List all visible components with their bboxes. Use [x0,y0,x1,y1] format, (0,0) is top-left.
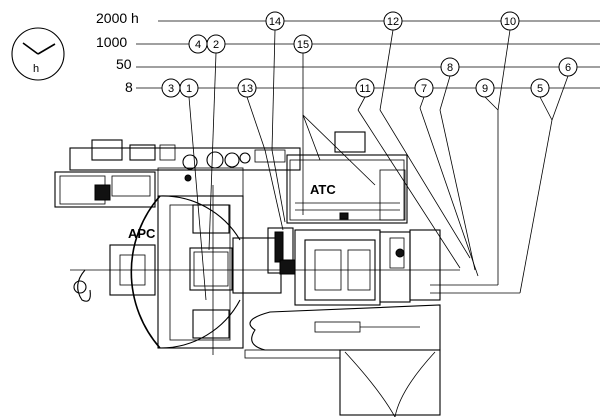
svg-text:11: 11 [359,83,370,95]
svg-text:2: 2 [213,39,219,51]
svg-text:10: 10 [504,16,516,28]
svg-text:15: 15 [297,39,309,51]
interval-label-50: 50 [116,56,132,72]
svg-text:1: 1 [186,83,192,95]
marker-4: 4 [188,34,208,54]
interval-lines [136,20,600,89]
machine-drawing [54,131,460,417]
svg-text:12: 12 [387,16,399,28]
svg-text:9: 9 [482,83,488,95]
marker-13: 13 [237,78,257,98]
interval-label-1000: 1000 [96,34,127,50]
interval-label-2000h: 2000 h [96,10,139,26]
atc-label: ATC [310,182,336,197]
marker-11: 11 [355,78,375,98]
marker-7: 7 [414,78,434,98]
marker-9: 9 [475,78,495,98]
marker-5: 5 [530,78,550,98]
svg-text:13: 13 [241,83,253,95]
marker-14: 14 [265,11,285,31]
marker-10: 10 [500,11,520,31]
marker-6: 6 [558,57,578,77]
svg-text:5: 5 [537,83,543,95]
marker-15: 15 [293,34,313,54]
svg-text:3: 3 [168,83,174,95]
apc-label: APC [128,226,156,241]
interval-label-8: 8 [125,79,133,95]
svg-text:8: 8 [447,62,453,74]
marker-8: 8 [440,57,460,77]
leader-lines [188,29,569,301]
marker-12: 12 [383,11,403,31]
svg-text:14: 14 [269,16,281,28]
svg-text:7: 7 [421,83,427,95]
marker-3: 3 [161,78,181,98]
marker-1: 1 [179,78,199,98]
clock-icon: h [11,27,65,81]
marker-2: 2 [206,34,226,54]
svg-text:4: 4 [195,39,201,51]
svg-text:6: 6 [565,62,571,74]
clock-unit-label: h [33,63,39,75]
